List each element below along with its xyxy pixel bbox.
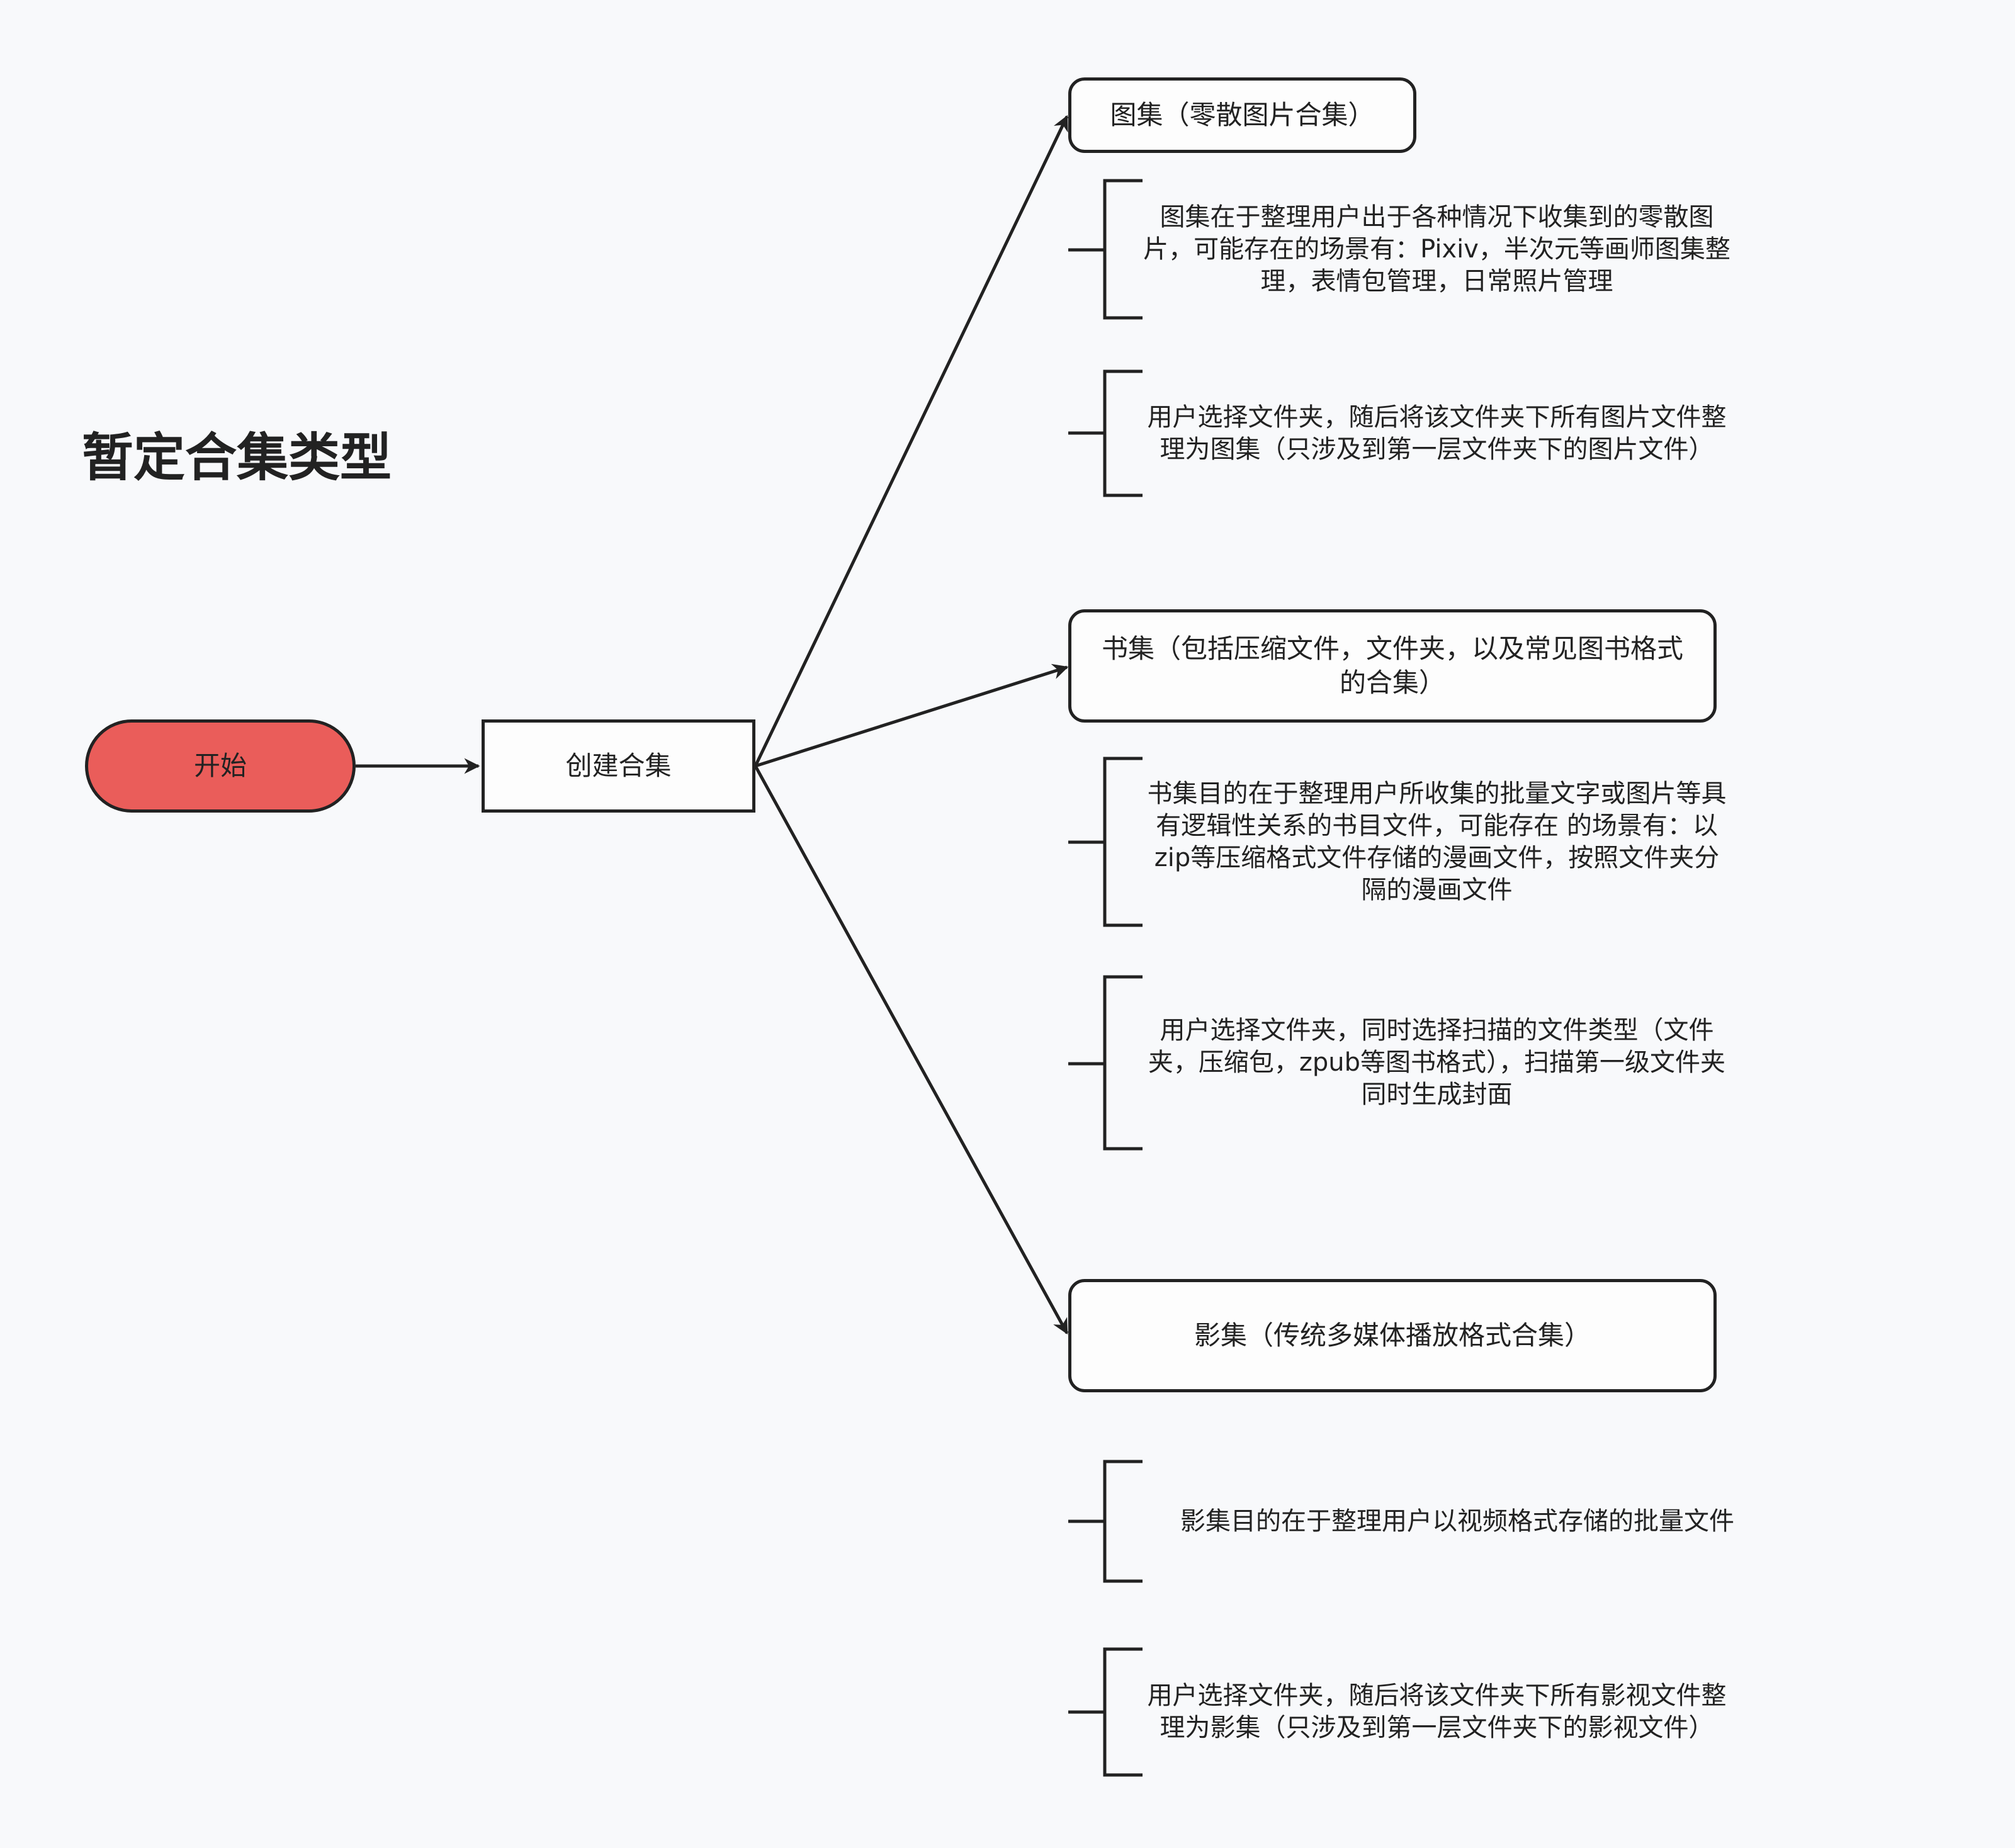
create-collection-node: 创建合集	[482, 719, 755, 813]
annotation-bracket-gallery-action	[1068, 369, 1143, 497]
gallery-action-note: 用户选择文件夹，随后将该文件夹下所有图片文件整理为图集（只涉及到第一层文件夹下的…	[1143, 371, 1731, 495]
video-description-note: 影集目的在于整理用户以视频格式存储的批量文件	[1143, 1462, 1772, 1581]
diagram-title: 暂定合集类型	[82, 428, 392, 488]
start-node: 开始	[85, 719, 356, 813]
gallery-collection-label: 图集（零散图片合集）	[1110, 99, 1375, 130]
book-collection-node: 书集（包括压缩文件，文件夹，以及常见图书格式的合集）	[1068, 609, 1717, 723]
annotation-bracket-video-desc	[1068, 1460, 1143, 1583]
annotation-bracket-gallery-desc	[1068, 179, 1143, 320]
video-action-note: 用户选择文件夹，随后将该文件夹下所有影视文件整理为影集（只涉及到第一层文件夹下的…	[1143, 1649, 1731, 1775]
arrow-create-to-video	[754, 765, 1069, 1335]
book-collection-label: 书集（包括压缩文件，文件夹，以及常见图书格式的合集）	[1101, 633, 1683, 698]
video-description-text: 影集目的在于整理用户以视频格式存储的批量文件	[1180, 1506, 1734, 1536]
arrow-create-to-book	[755, 663, 1069, 768]
gallery-action-text: 用户选择文件夹，随后将该文件夹下所有图片文件整理为图集（只涉及到第一层文件夹下的…	[1147, 402, 1727, 464]
video-collection-node: 影集（传统多媒体播放格式合集）	[1068, 1279, 1717, 1392]
annotation-bracket-video-action	[1068, 1647, 1143, 1777]
book-action-note: 用户选择文件夹，同时选择扫描的文件类型（文件夹，压缩包，zpub等图书格式），扫…	[1143, 977, 1731, 1149]
book-action-text: 用户选择文件夹，同时选择扫描的文件类型（文件夹，压缩包，zpub等图书格式），扫…	[1148, 1016, 1726, 1109]
video-action-text: 用户选择文件夹，随后将该文件夹下所有影视文件整理为影集（只涉及到第一层文件夹下的…	[1147, 1681, 1727, 1742]
arrow-create-to-gallery	[754, 115, 1069, 767]
annotation-bracket-book-desc	[1068, 757, 1143, 927]
gallery-description-note: 图集在于整理用户出于各种情况下收集到的零散图片，可能存在的场景有：Pixiv，半…	[1143, 181, 1731, 318]
book-description-note: 书集目的在于整理用户所收集的批量文字或图片等具有逻辑性关系的书目文件，可能存在 …	[1143, 758, 1731, 925]
create-collection-label: 创建合集	[565, 750, 672, 781]
gallery-description-text: 图集在于整理用户出于各种情况下收集到的零散图片，可能存在的场景有：Pixiv，半…	[1143, 202, 1730, 296]
book-description-text: 书集目的在于整理用户所收集的批量文字或图片等具有逻辑性关系的书目文件，可能存在 …	[1147, 779, 1727, 904]
start-node-label: 开始	[193, 750, 247, 781]
annotation-bracket-book-action	[1068, 975, 1143, 1151]
video-collection-label: 影集（传统多媒体播放格式合集）	[1194, 1320, 1591, 1351]
gallery-collection-node: 图集（零散图片合集）	[1068, 77, 1416, 153]
